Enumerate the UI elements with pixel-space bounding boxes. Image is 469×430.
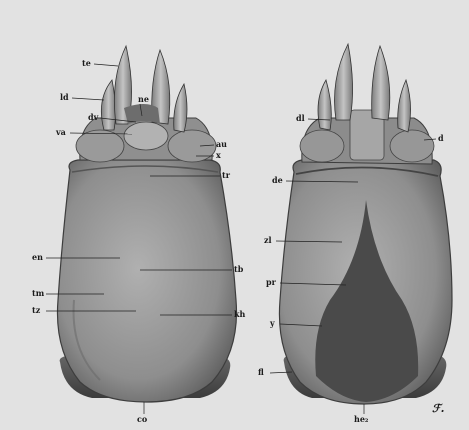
left-horn-4: [174, 84, 187, 132]
label-fl: fl: [258, 367, 264, 377]
right-horn-1: [318, 80, 331, 130]
right-head-lobe-right: [390, 130, 434, 162]
label-zl: zl: [264, 235, 272, 245]
left-body: [57, 160, 236, 402]
leader-te: [94, 64, 118, 66]
label-tm: tm: [32, 288, 45, 298]
label-d: d: [438, 133, 444, 143]
right-horn-4: [398, 80, 411, 132]
left-head-lobe-right: [168, 130, 216, 162]
label-ne: ne: [138, 94, 149, 104]
label-dv: dv: [88, 112, 99, 122]
label-dl: dl: [296, 113, 305, 123]
label-ld: ld: [60, 92, 69, 102]
leader-ld: [72, 98, 104, 100]
label-au: au: [216, 139, 227, 149]
right-head-lobe-left: [300, 130, 344, 162]
right-horn-2: [335, 44, 353, 120]
right-specimen: [279, 44, 452, 404]
label-co: co: [137, 414, 148, 424]
left-head-center: [124, 122, 168, 150]
label-y: y: [269, 318, 275, 328]
right-horn-3: [372, 46, 390, 120]
label-en: en: [32, 252, 43, 262]
left-head-lobe-left: [76, 130, 124, 162]
label-x: x: [216, 150, 221, 160]
label-he2: he₂: [354, 414, 369, 424]
label-pr: pr: [266, 277, 277, 287]
label-va: va: [55, 127, 66, 137]
label-te: te: [82, 58, 91, 68]
signature: ℱ.: [432, 402, 445, 415]
label-tr: tr: [222, 170, 231, 180]
label-kh: kh: [234, 309, 246, 319]
left-horn-1: [101, 80, 115, 130]
label-tb: tb: [234, 264, 244, 274]
label-tz: tz: [32, 305, 41, 315]
label-de: de: [272, 175, 283, 185]
